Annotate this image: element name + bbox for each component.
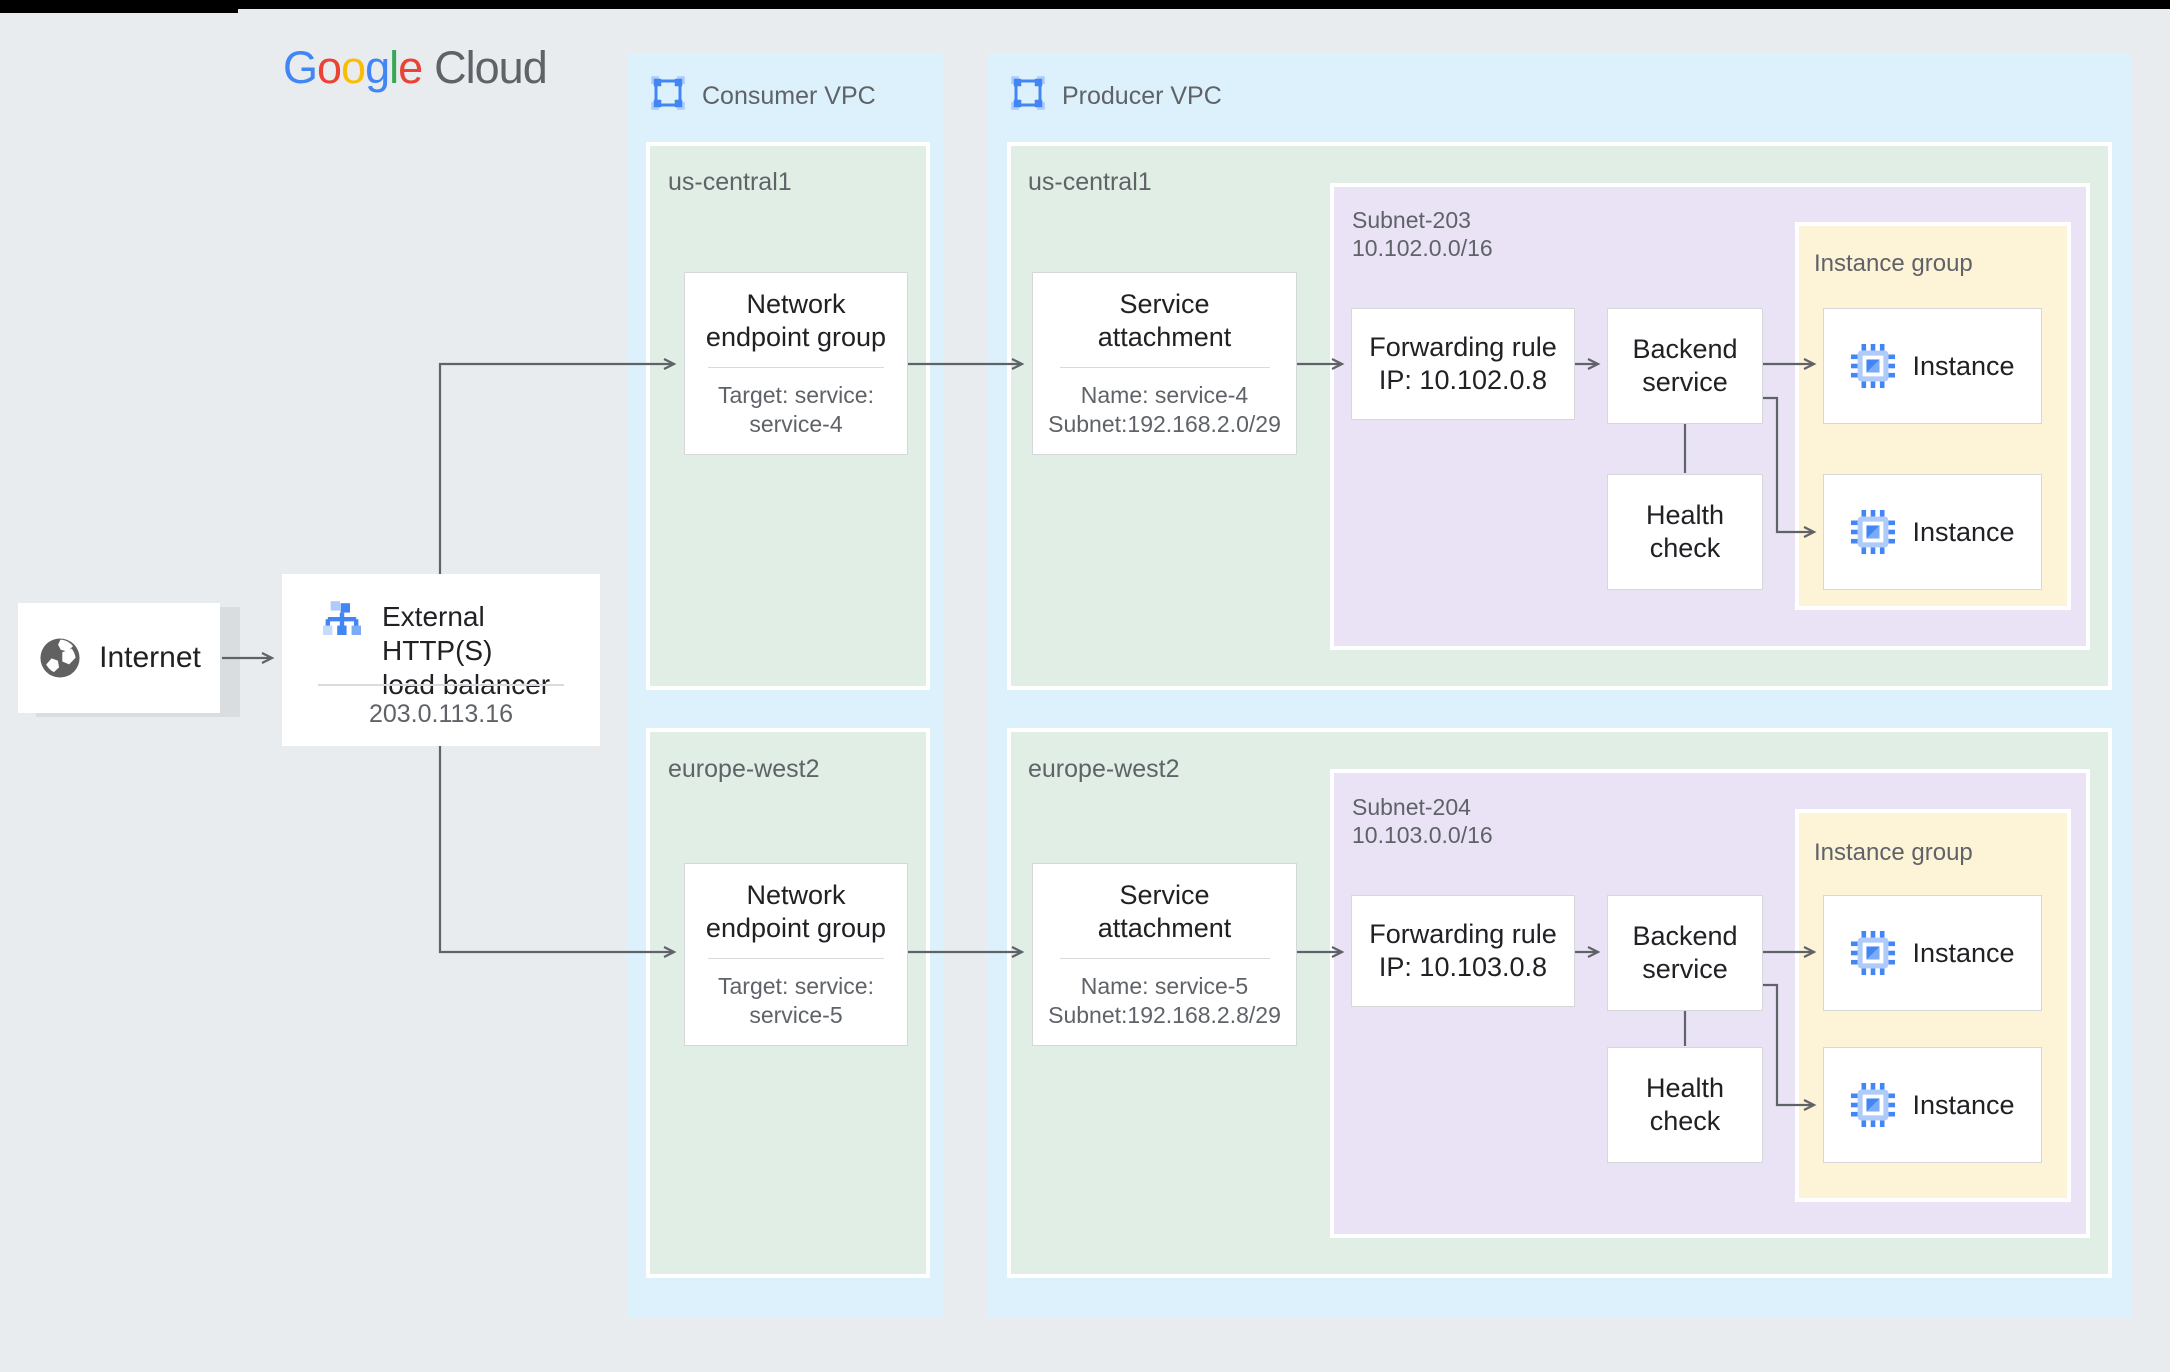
subnet-cidr: 10.102.0.0/16: [1352, 235, 1493, 261]
load-balancer-icon: [318, 598, 366, 646]
subnet-cidr: 10.103.0.0/16: [1352, 822, 1493, 848]
logo-letter: g: [365, 42, 390, 93]
backend-service-label: Backend service: [1632, 921, 1738, 984]
backend-service-box-2: Backend service: [1607, 895, 1763, 1011]
instance-box: Instance: [1823, 895, 2042, 1011]
instance-group-label: Instance group: [1814, 250, 1973, 277]
sa-detail-line2: Subnet:192.168.2.0/29: [1048, 411, 1281, 438]
load-balancer-box: External HTTP(S) load balancer 203.0.113…: [282, 574, 600, 746]
service-attachment-title: Service attachment: [1097, 288, 1232, 352]
subnet-name: Subnet-204: [1352, 794, 1471, 820]
subnet-label: Subnet-204 10.103.0.0/16: [1352, 793, 1493, 849]
neg-divider: [708, 957, 884, 960]
region-label: us-central1: [668, 168, 792, 196]
region-label: us-central1: [1028, 168, 1152, 196]
load-balancer-title: External HTTP(S) load balancer: [382, 600, 600, 702]
instance-label: Instance: [1912, 1089, 2015, 1120]
sa-detail: Name: service-5 Subnet:192.168.2.8/29: [1048, 972, 1281, 1030]
sa-detail: Name: service-4 Subnet:192.168.2.0/29: [1048, 381, 1281, 439]
logo-letter: G: [283, 42, 318, 93]
logo-letter: o: [317, 42, 342, 93]
region-label: europe-west2: [1028, 755, 1180, 783]
sa-detail-line1: Name: service-4: [1080, 382, 1249, 409]
neg-detail: Target: service: service-5: [718, 972, 874, 1030]
neg-title: Network endpoint group: [705, 288, 887, 352]
vpc-network-icon: [1010, 75, 1046, 111]
instance-group-label: Instance group: [1814, 839, 1973, 866]
logo-letter: e: [398, 42, 423, 93]
instance-label: Instance: [1912, 350, 2015, 381]
top-black-bar-left: [0, 0, 238, 13]
instance-box: Instance: [1823, 1047, 2042, 1163]
forwarding-rule-line1: Forwarding rule: [1369, 332, 1557, 362]
compute-instance-icon: [1850, 343, 1896, 389]
forwarding-rule-line1: Forwarding rule: [1369, 919, 1557, 949]
logo-letter: l: [389, 42, 399, 93]
neg-detail-line1: Target: service:: [718, 973, 874, 1000]
top-black-bar: [0, 0, 2170, 9]
health-check-box-2: Health check: [1607, 1047, 1763, 1163]
neg-detail: Target: service: service-4: [718, 381, 874, 439]
neg-detail-line1: Target: service:: [718, 382, 874, 409]
forwarding-rule-box-2: Forwarding rule IP: 10.103.0.8: [1351, 895, 1575, 1007]
service-attachment-box-europe-west2: Service attachment Name: service-5 Subne…: [1032, 863, 1297, 1046]
forwarding-rule-box-1: Forwarding rule IP: 10.102.0.8: [1351, 308, 1575, 420]
globe-icon: [37, 635, 83, 681]
forwarding-rule-line2: IP: 10.102.0.8: [1378, 365, 1548, 395]
health-check-label: Health check: [1645, 500, 1725, 563]
backend-service-label: Backend service: [1632, 334, 1738, 397]
sa-divider: [1059, 957, 1270, 960]
neg-box-us-central1: Network endpoint group Target: service: …: [684, 272, 908, 455]
neg-box-europe-west2: Network endpoint group Target: service: …: [684, 863, 908, 1046]
instance-box: Instance: [1823, 474, 2042, 590]
neg-title: Network endpoint group: [705, 879, 887, 943]
sa-detail-line2: Subnet:192.168.2.8/29: [1048, 1002, 1281, 1029]
compute-instance-icon: [1850, 1082, 1896, 1128]
consumer-vpc-title: Consumer VPC: [702, 82, 876, 110]
producer-vpc-title: Producer VPC: [1062, 82, 1222, 110]
backend-service-box-1: Backend service: [1607, 308, 1763, 424]
subnet-name: Subnet-203: [1352, 207, 1471, 233]
lb-divider: [318, 684, 564, 686]
lb-ip-address: 203.0.113.16: [368, 700, 514, 728]
service-attachment-title: Service attachment: [1097, 879, 1232, 943]
forwarding-rule-line2: IP: 10.103.0.8: [1378, 952, 1548, 982]
sa-divider: [1059, 366, 1270, 369]
instance-label: Instance: [1912, 937, 2015, 968]
service-attachment-box-us-central1: Service attachment Name: service-4 Subne…: [1032, 272, 1297, 455]
neg-divider: [708, 366, 884, 369]
region-label: europe-west2: [668, 755, 820, 783]
compute-instance-icon: [1850, 509, 1896, 555]
instance-label: Instance: [1912, 516, 2015, 547]
instance-box: Instance: [1823, 308, 2042, 424]
vpc-network-icon: [650, 75, 686, 111]
compute-instance-icon: [1850, 930, 1896, 976]
health-check-box-1: Health check: [1607, 474, 1763, 590]
subnet-label: Subnet-203 10.102.0.0/16: [1352, 206, 1493, 262]
health-check-label: Health check: [1645, 1073, 1725, 1136]
neg-detail-line2: service-5: [749, 1002, 843, 1029]
logo-letter: o: [341, 42, 366, 93]
lb-title-line1: External HTTP(S): [382, 601, 493, 666]
logo-cloud: Cloud: [434, 42, 548, 93]
neg-detail-line2: service-4: [749, 411, 843, 438]
internet-box: Internet: [18, 603, 220, 713]
sa-detail-line1: Name: service-5: [1080, 973, 1249, 1000]
internet-label: Internet: [99, 641, 201, 674]
